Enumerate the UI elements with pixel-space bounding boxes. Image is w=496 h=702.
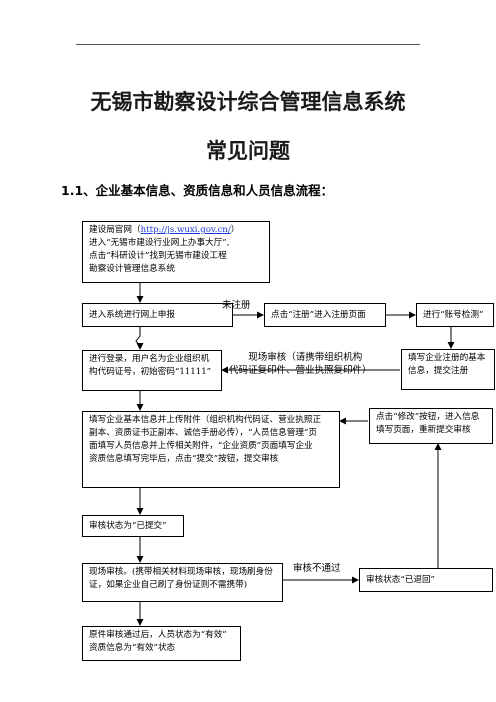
step-click-register: 点击“注册”进入注册页面 xyxy=(264,303,386,327)
step-modify-resubmit: 点击“修改”按钮，进入信息 填写页面，重新提交审核 xyxy=(369,408,493,444)
step-fill-register-info: 填写企业注册的基本 信息，提交注册 xyxy=(401,349,495,390)
step-fill-enterprise-info: 填写企业基本信息并上传附件（组织机构代码证、营业执照正 副本、资质证书正副本、诚… xyxy=(82,411,340,488)
official-site-link[interactable]: http://js.wuxi.gov.cn/ xyxy=(140,225,231,235)
arrow-box2-to-box5 xyxy=(135,327,141,347)
document-subtitle: 常见问题 xyxy=(206,139,290,163)
label-onsite-review: 现场审核（请携带组织机构 代码证复印件、营业执照复印件） xyxy=(229,352,372,376)
header-rule xyxy=(76,44,420,45)
step-online-declare: 进入系统进行网上申报 xyxy=(82,303,233,327)
status-returned: 审核状态“已退回” xyxy=(359,568,493,592)
step-account-check: 进行“账号检测” xyxy=(416,303,494,327)
step-login: 进行登录，用户名为企业组织机 构代码证号，初始密码“11111” xyxy=(82,350,222,391)
status-valid: 原件审核通过后，人员状态为“有效” 资质信息为“有效”状态 xyxy=(82,626,241,661)
label-unregistered: 未注册 xyxy=(222,300,251,311)
step-official-site: 建设局官网（http://js.wuxi.gov.cn/） 进入“无锡市建设行业… xyxy=(82,221,270,283)
section-heading: 1.1、企业基本信息、资质信息和人员信息流程： xyxy=(61,183,334,198)
step-onsite-review: 现场审核。(携带相关材料现场审核，现场刷身份 证，如果企业自己刷了身份证则不需携… xyxy=(82,563,283,602)
document-title: 无锡市勘察设计综合管理信息系统 xyxy=(90,90,406,114)
label-review-failed: 审核不通过 xyxy=(293,563,341,574)
status-submitted: 审核状态为“已提交” xyxy=(82,515,184,537)
